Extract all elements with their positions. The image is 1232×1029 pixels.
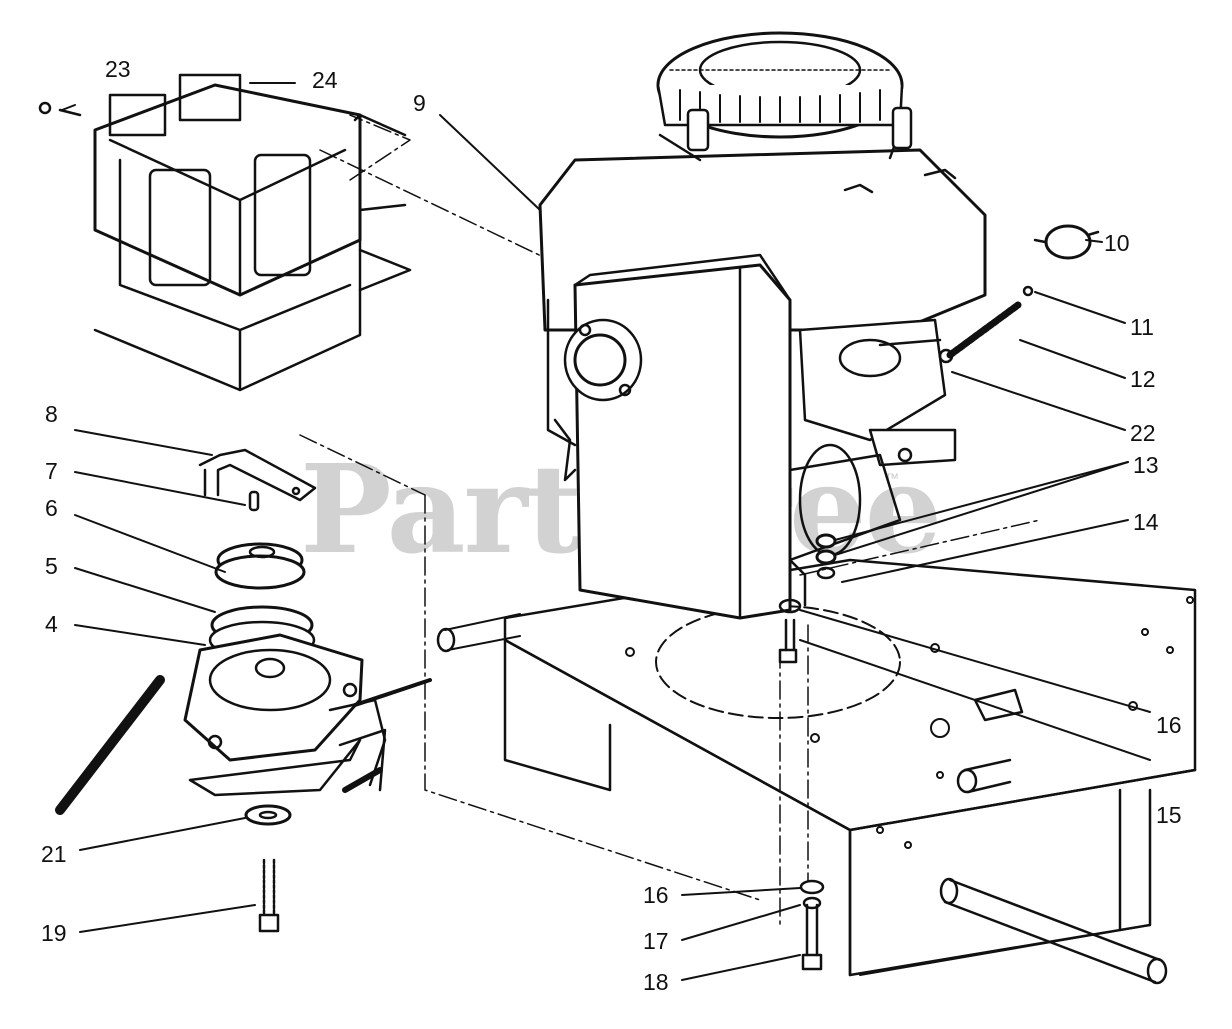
callout-12: 12	[1130, 366, 1156, 392]
callout-4: 4	[45, 611, 58, 637]
callout-8: 8	[45, 401, 58, 427]
hardware-stack-right	[778, 533, 837, 664]
callout-21: 21	[41, 841, 67, 867]
callout-9: 9	[413, 90, 426, 116]
callout-16-lower: 16	[643, 882, 669, 908]
callout-24: 24	[312, 67, 338, 93]
fuel-filter	[938, 224, 1100, 364]
callout-19: 19	[41, 920, 67, 946]
callout-15: 15	[1156, 802, 1182, 828]
callout-5: 5	[45, 553, 58, 579]
callout-7: 7	[45, 458, 58, 484]
callout-6: 6	[45, 495, 58, 521]
callout-23: 23	[105, 56, 131, 82]
battery-cage	[38, 73, 412, 392]
hardware-stack-bottom	[799, 879, 825, 971]
leader-lines	[61, 82, 1151, 981]
callout-10: 10	[1104, 230, 1130, 256]
pto-clutch	[55, 542, 432, 815]
callout-11: 11	[1130, 314, 1154, 340]
callout-16-upper: 16	[1156, 712, 1182, 738]
callout-18: 18	[643, 969, 669, 995]
clutch-mount-hardware	[244, 804, 292, 933]
callout-17: 17	[643, 928, 669, 954]
engine	[538, 31, 987, 620]
callout-13: 13	[1133, 452, 1159, 478]
callout-14: 14	[1133, 509, 1159, 535]
bracket	[198, 448, 317, 512]
callout-22: 22	[1130, 420, 1156, 446]
